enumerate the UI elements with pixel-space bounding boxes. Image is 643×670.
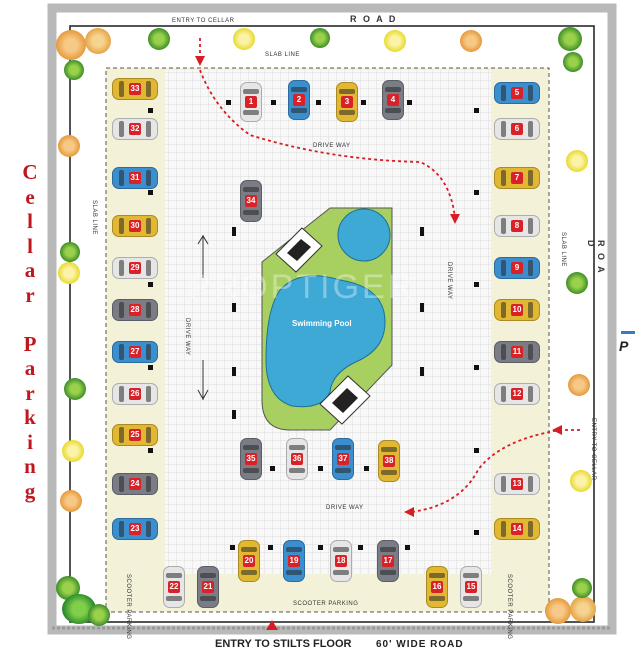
title-letter: r <box>25 380 35 405</box>
parking-slot-33: 33 <box>112 78 158 100</box>
parking-slot-6: 6 <box>494 118 540 140</box>
drive-way-right-label: DRIVE WAY <box>446 262 452 300</box>
title-letter: g <box>24 478 36 503</box>
title-letter: n <box>24 454 36 478</box>
parking-slot-9: 9 <box>494 257 540 279</box>
title-letter <box>0 307 60 332</box>
parking-slot-29: 29 <box>112 257 158 279</box>
title-letter: k <box>24 405 36 429</box>
tree-icon <box>148 28 170 50</box>
parking-slot-37: 37 <box>332 438 354 480</box>
tree-icon <box>568 374 590 396</box>
parking-slot-1: 1 <box>240 82 262 122</box>
parking-slot-15: 15 <box>460 566 482 608</box>
tree-icon <box>572 578 592 598</box>
parking-slot-17: 17 <box>377 540 399 582</box>
swimming-pool-label: Swimming Pool <box>292 319 352 328</box>
tree-icon <box>58 135 80 157</box>
road-label-bottom: 60' WIDE ROAD <box>376 639 464 650</box>
title-letter: a <box>24 258 36 282</box>
parking-slot-13: 13 <box>494 473 540 495</box>
parking-slot-27: 27 <box>112 341 158 363</box>
tree-icon <box>60 242 80 262</box>
parking-slot-34: 34 <box>240 180 262 222</box>
parking-slot-19: 19 <box>283 540 305 582</box>
parking-slot-16: 16 <box>426 566 448 608</box>
parking-slot-28: 28 <box>112 299 158 321</box>
entry-cellar-top-label: ENTRY TO CELLAR <box>172 18 235 24</box>
scooter-parking-right-label: SCOOTER PARKING <box>506 574 512 640</box>
tree-icon <box>384 30 406 52</box>
slab-line-top-label: SLAB LINE <box>265 52 300 58</box>
tree-icon <box>233 28 255 50</box>
parking-slot-26: 26 <box>112 383 158 405</box>
slab-line-left-label: SLAB LINE <box>91 200 97 235</box>
parking-slot-24: 24 <box>112 473 158 495</box>
tree-icon <box>545 598 571 624</box>
tree-icon <box>310 28 330 48</box>
tree-icon <box>563 52 583 72</box>
road-label-top: R O A D <box>350 14 398 24</box>
entry-to-stilts-label: ENTRY TO STILTS FLOOR <box>215 638 352 650</box>
parking-slot-4: 4 <box>382 80 404 120</box>
drive-way-top-label: DRIVE WAY <box>313 143 351 149</box>
slab-line-right-label: SLAB LINE <box>560 232 566 267</box>
tree-icon <box>85 28 111 54</box>
parking-slot-38: 38 <box>378 440 400 482</box>
parking-slot-12: 12 <box>494 383 540 405</box>
parking-slot-2: 2 <box>288 80 310 120</box>
tree-icon <box>56 30 86 60</box>
road-label-right: R O A D <box>586 240 606 275</box>
scooter-parking-left-label: SCOOTER PARKING <box>125 574 131 640</box>
tree-icon <box>88 604 110 626</box>
tree-icon <box>64 60 84 80</box>
parking-slot-10: 10 <box>494 299 540 321</box>
tree-icon <box>566 272 588 294</box>
tree-icon <box>64 378 86 400</box>
parking-slot-22: 22 <box>163 566 185 608</box>
parking-slot-3: 3 <box>336 82 358 122</box>
tree-icon <box>570 596 596 622</box>
parking-slot-31: 31 <box>112 167 158 189</box>
parking-slot-32: 32 <box>112 118 158 140</box>
title-letter: e <box>25 184 35 209</box>
parking-slot-23: 23 <box>112 518 158 540</box>
parking-slot-8: 8 <box>494 215 540 237</box>
tree-icon <box>58 262 80 284</box>
parking-slot-11: 11 <box>494 341 540 363</box>
entry-cellar-right-label: ENTRY TO CELLAR <box>590 418 596 481</box>
parking-slot-25: 25 <box>112 424 158 446</box>
scooter-parking-bottom-label: SCOOTER PARKING <box>293 601 359 607</box>
tree-icon <box>62 440 84 462</box>
parking-slot-35: 35 <box>240 438 262 480</box>
drive-way-bottom-label: DRIVE WAY <box>326 505 364 511</box>
title-letter: i <box>27 429 33 454</box>
tree-icon <box>60 490 82 512</box>
tree-icon <box>558 27 582 51</box>
title-letter: l <box>27 233 33 258</box>
parking-slot-21: 21 <box>197 566 219 608</box>
parking-slot-36: 36 <box>286 438 308 480</box>
parking-slot-14: 14 <box>494 518 540 540</box>
parking-slot-30: 30 <box>112 215 158 237</box>
title-letter: l <box>27 209 33 233</box>
tree-icon <box>460 30 482 52</box>
title-letter: r <box>25 282 35 307</box>
parking-slot-5: 5 <box>494 82 540 104</box>
tree-icon <box>566 150 588 172</box>
drive-way-left-label: DRIVE WAY <box>184 318 190 356</box>
title-letter: a <box>24 356 36 380</box>
p-marker: P <box>619 338 629 354</box>
tree-icon <box>570 470 592 492</box>
parking-slot-18: 18 <box>330 540 352 582</box>
title-letter: C <box>22 160 38 184</box>
watermark: PROPTIGER <box>188 268 416 306</box>
parking-slot-20: 20 <box>238 540 260 582</box>
title-letter: P <box>23 331 37 356</box>
parking-slot-7: 7 <box>494 167 540 189</box>
